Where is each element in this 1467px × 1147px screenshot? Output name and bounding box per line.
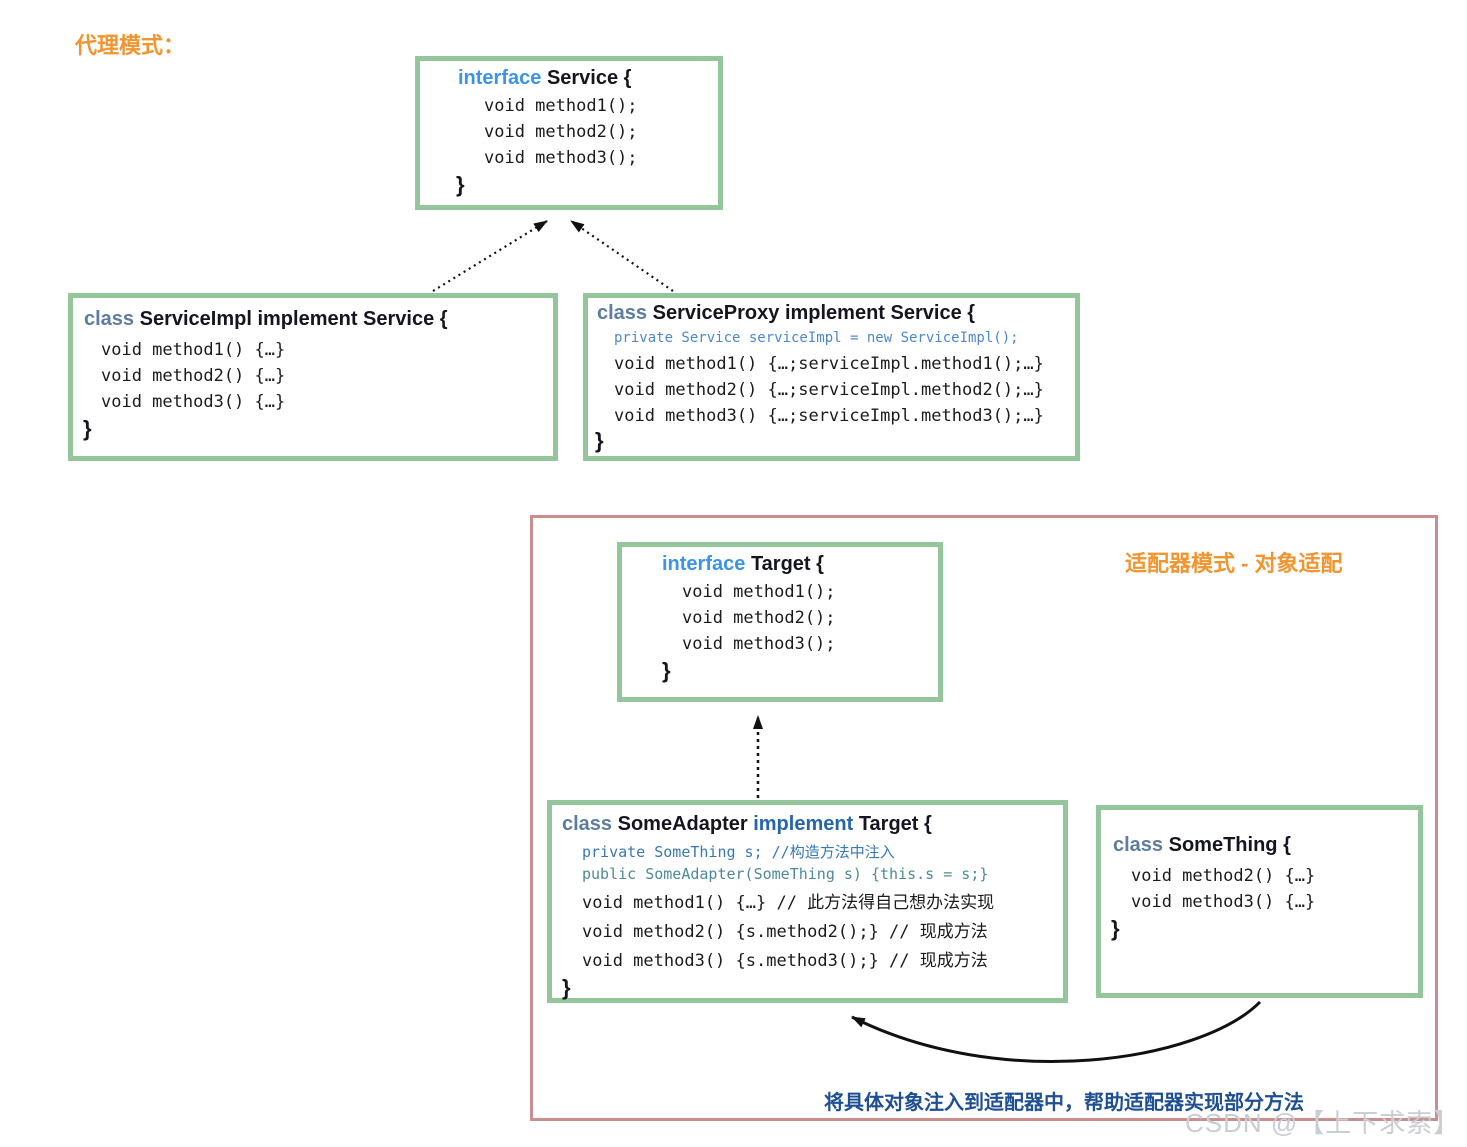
code-line: void method3();: [682, 634, 836, 654]
implement-keyword: implement: [753, 813, 854, 835]
code-line: void method2() {…}: [1131, 866, 1316, 886]
service-proxy-name: ServiceProxy implement Service {: [652, 302, 976, 324]
service-interface-header: interface Service {: [458, 67, 718, 90]
service-impl-name: ServiceImpl implement Service {: [139, 308, 448, 330]
service-proxy-box: class ServiceProxy implement Service { p…: [583, 293, 1080, 461]
code-line: void method1() {…} // 此方法得自己想办法实现: [582, 893, 995, 913]
target-interface-box: interface Target { void method1();void m…: [617, 542, 943, 702]
service-interface-name: Service {: [546, 67, 632, 89]
code-line: void method2();: [682, 608, 836, 628]
adapter-note-text: 将具体对象注入到适配器中，帮助适配器实现部分方法: [824, 1092, 1304, 1114]
class-keyword: class: [562, 813, 613, 835]
some-thing-header: class SomeThing {: [1113, 834, 1418, 857]
code-line: void method3() {…;serviceImpl.method3();…: [614, 406, 1044, 426]
class-keyword: class: [1113, 834, 1164, 856]
some-thing-methods: void method2() {…} void method3() {…}: [1131, 863, 1418, 915]
code-line: void method2();: [484, 122, 638, 142]
service-proxy-field: private Service serviceImpl = new Servic…: [614, 330, 1019, 346]
service-impl-header: class ServiceImpl implement Service {: [84, 308, 553, 331]
adapter-pattern-title: 适配器模式 - 对象适配: [1125, 551, 1343, 576]
some-adapter-constructor: public SomeAdapter(SomeThing s) {this.s …: [582, 865, 989, 883]
csdn-watermark: CSDN @【上下求索】: [1185, 1108, 1461, 1138]
code-line: void method1();: [484, 96, 638, 116]
code-line: void method1();: [682, 582, 836, 602]
service-impl-methods: void method1() {…} void method2() {…} void…: [101, 337, 553, 415]
code-line: void method3();: [484, 148, 638, 168]
some-adapter-private-field: private SomeThing s; //构造方法中注入: [582, 843, 895, 861]
code-line: void method3() {…}: [101, 392, 286, 412]
interface-keyword: interface: [662, 553, 746, 575]
closing-brace: }: [662, 658, 671, 683]
code-line: void method3() {s.method3();} // 现成方法: [582, 951, 988, 971]
some-adapter-fields: private SomeThing s; //构造方法中注入 public So…: [582, 841, 1063, 885]
service-proxy-methods: void method1() {…;serviceImpl.method1();…: [614, 351, 1075, 429]
service-impl-box: class ServiceImpl implement Service { vo…: [68, 293, 558, 461]
code-line: void method1() {…;serviceImpl.method1();…: [614, 354, 1044, 374]
interface-keyword: interface: [458, 67, 542, 89]
proxy-pattern-title: 代理模式：: [75, 33, 186, 58]
code-line: void method3() {…}: [1131, 892, 1316, 912]
implements-arrow-serviceproxy-to-service: [570, 220, 674, 292]
code-line: void method2() {…}: [101, 366, 286, 386]
service-interface-methods: void method1(); void method2(); void metho…: [484, 93, 718, 171]
some-adapter-header: class SomeAdapter implement Target {: [562, 813, 1063, 836]
closing-brace: }: [1111, 916, 1120, 941]
service-proxy-header: class ServiceProxy implement Service {: [597, 302, 1075, 325]
class-keyword: class: [84, 308, 135, 330]
closing-brace: }: [595, 428, 604, 453]
target-interface-header: interface Target {: [662, 553, 938, 576]
code-line: void method1() {…}: [101, 340, 286, 360]
code-line: void method2() {s.method2();} // 现成方法: [582, 922, 988, 942]
implements-arrow-serviceimpl-to-service: [432, 220, 548, 292]
class-keyword: class: [597, 302, 648, 324]
target-interface-methods: void method1(); void method2(); void metho…: [682, 579, 938, 657]
some-adapter-super-name: Target {: [858, 813, 932, 835]
some-adapter-box: class SomeAdapter implement Target { pri…: [547, 800, 1068, 1003]
closing-brace: }: [83, 416, 92, 441]
some-thing-name: SomeThing {: [1168, 834, 1291, 856]
closing-brace: }: [562, 975, 571, 1000]
code-line: void method2() {…;serviceImpl.method2();…: [614, 380, 1044, 400]
closing-brace: }: [456, 172, 465, 197]
some-adapter-name: SomeAdapter: [617, 813, 748, 835]
some-thing-box: class SomeThing { void method2() {…}void…: [1096, 805, 1423, 998]
adapter-pattern-frame: [530, 515, 1438, 1121]
some-adapter-methods: void method1() {…} // 此方法得自己想办法实现 void me…: [582, 889, 1063, 976]
service-interface-box: interface Service { void method1();void …: [415, 56, 723, 210]
target-interface-name: Target {: [750, 553, 824, 575]
